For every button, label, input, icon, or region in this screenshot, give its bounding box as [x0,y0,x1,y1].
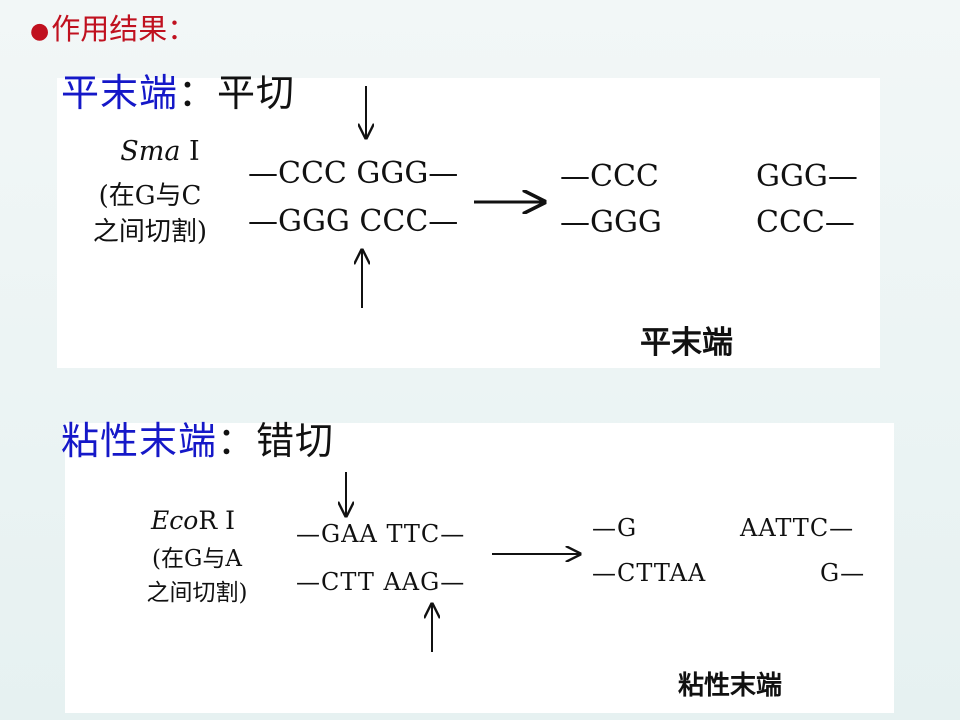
sma-top-strand: —CCC GGG— [248,156,459,191]
heading: ●作用结果： [30,6,196,48]
sticky-end-panel [65,423,894,713]
eco-enzyme-name: EcoR Ⅰ [108,506,278,535]
sticky-product-right-bottom: G— [820,559,866,587]
blunt-end-label: 平末端 [640,325,733,361]
sma-enzyme-rest: Ⅰ [180,136,200,167]
sma-bottom-strand: —GGG CCC— [248,204,459,239]
sticky-product-left-top: —G [592,514,638,542]
sticky-product-left-bottom: —CTTAA [592,559,707,587]
sticky-product-right-top: AATTC— [740,514,855,542]
bullet-icon: ● [30,18,50,44]
eco-bottom-strand: —CTT AAG— [296,568,466,596]
blunt-section-title: 平末端：平切 [61,62,295,117]
sma-note-line2: 之间切割) [92,217,208,247]
sma-enzyme-name: Sma Ⅰ [60,136,260,167]
blunt-end-panel [57,78,880,368]
eco-enzyme-italic: Eco [151,506,199,535]
eco-note-line1: (在G与A [152,546,242,572]
blunt-title-term: 平末端 [61,71,179,115]
blunt-product-right-bottom: CCC— [756,205,855,240]
sma-note-line1: (在G与C [98,181,202,211]
blunt-product-right-top: GGG— [756,159,858,194]
eco-enzyme-rest: R Ⅰ [198,506,235,535]
blunt-product-left-top: —CCC [560,159,659,194]
eco-note-line2: 之间切割) [146,580,248,606]
sma-enzyme-italic: Sma [120,136,181,167]
sticky-section-title: 粘性末端：错切 [61,410,334,465]
sma-cut-note: (在G与C 之间切割) [50,178,250,250]
blunt-title-desc: ：平切 [178,71,296,115]
eco-top-strand: —GAA TTC— [296,520,466,548]
blunt-product-left-bottom: —GGG [560,205,662,240]
sticky-end-label: 粘性末端 [678,671,783,701]
heading-text: 作用结果： [51,12,197,46]
sticky-title-term: 粘性末端 [61,419,218,463]
sticky-title-desc: ：错切 [217,419,335,463]
eco-cut-note: (在G与A 之间切割) [112,542,282,610]
